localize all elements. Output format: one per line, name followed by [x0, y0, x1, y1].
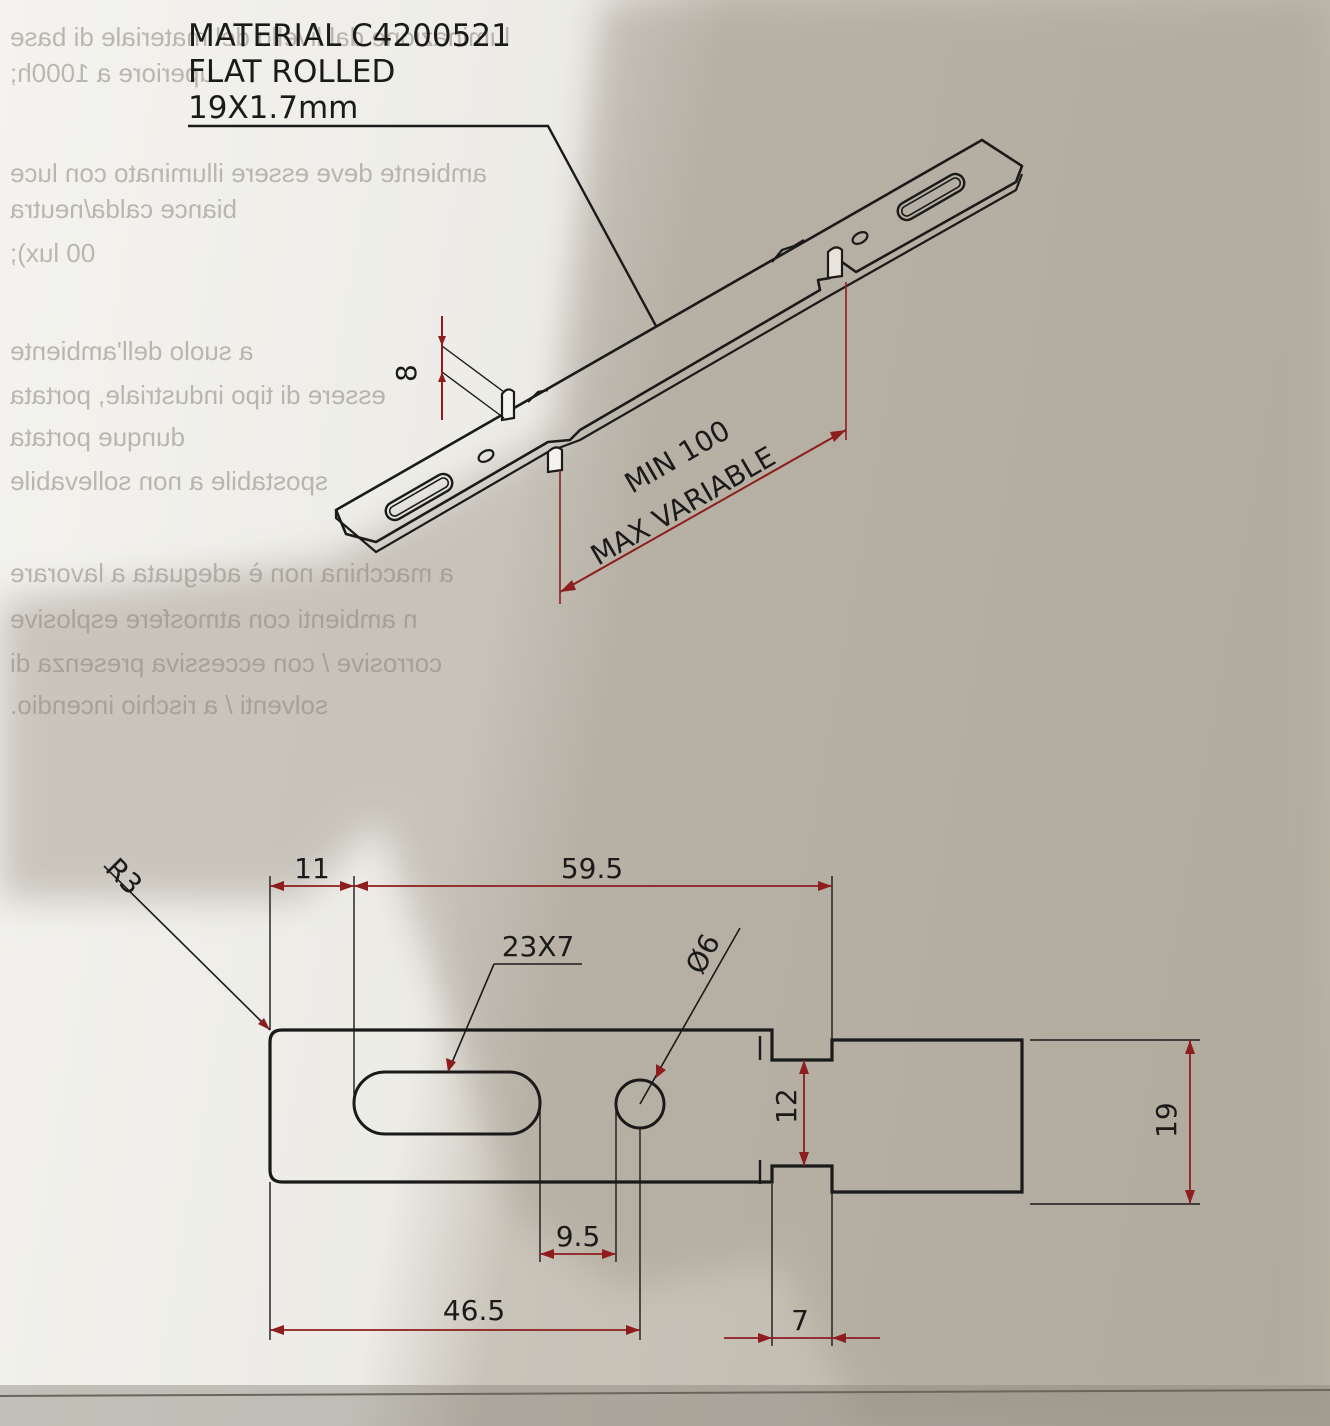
iso-notch-lower	[527, 388, 549, 403]
hole-diameter-label: Ø6	[679, 929, 727, 980]
iso-dimension-tab-height: 8	[390, 316, 505, 420]
iso-dimension-span: MIN 100 MAX VARIABLE	[559, 282, 847, 604]
plan-dim-slot: 23X7	[446, 930, 582, 1073]
bleed-line: spostabile a non sollevabile	[10, 466, 328, 496]
plan-dim-neck: 12	[770, 1060, 809, 1166]
bleed-line: dunque portata	[9, 422, 184, 452]
bleed-line: n ambienti con atmosfere esplosive	[10, 604, 418, 634]
bleed-line: ambiente deve essere illuminato con luce	[10, 158, 487, 188]
bleed-line: a suolo dell'ambiente	[10, 336, 253, 366]
plan-view	[268, 1028, 1024, 1194]
iso-tab-right-front	[826, 246, 844, 280]
iso-hole-left	[477, 449, 495, 463]
dim-slot-offset-label: 11	[294, 852, 330, 885]
material-size: 19X1.7mm	[188, 90, 358, 126]
radius-label: R3	[99, 852, 149, 902]
hole-position-label: 46.5	[443, 1294, 505, 1327]
isometric-view	[334, 138, 1024, 554]
iso-hole-right	[851, 231, 869, 245]
slot-size-label: 23X7	[502, 930, 575, 963]
iso-tab-left-back	[546, 446, 564, 474]
plan-dim-hole-gap: 9.5	[539, 1104, 617, 1262]
iso-strip-edge	[334, 173, 1024, 554]
material-code: MATERIAL C4200521	[188, 18, 511, 54]
neck-width-label: 12	[770, 1088, 803, 1124]
bleed-line: essere di tipo industriale, portata	[9, 380, 385, 410]
notch-label: 7	[791, 1304, 809, 1337]
bleed-line: solventi / a rischio incendio.	[10, 690, 328, 720]
bleed-line: biance calda/neutra	[9, 194, 236, 224]
material-process: FLAT ROLLED	[188, 54, 395, 90]
plan-dim-width: 19	[1030, 1039, 1200, 1205]
iso-slot-right	[896, 172, 966, 222]
bleed-line: 00 lux);	[10, 238, 95, 268]
plan-dim-hole-position: 46.5	[269, 1128, 641, 1340]
plan-slot	[352, 1070, 542, 1136]
bleed-line: corrosive / con eccessiva presenza di	[10, 648, 442, 678]
plan-dim-radius: R3	[99, 852, 271, 1031]
iso-slot-left	[384, 472, 454, 522]
page-bottom-rule	[0, 1389, 1330, 1397]
plan-dim-top: 11 59.5	[269, 852, 833, 1100]
plan-dim-notch: 7	[724, 1184, 880, 1346]
iso-tab-left-front	[500, 388, 516, 422]
iso-strip-top-face	[334, 138, 1024, 544]
bleed-line: luminazione dal livello del materiale di…	[10, 22, 510, 52]
bleed-through-text: luminazione dal livello del materiale di…	[9, 22, 510, 720]
dim-length-label: 59.5	[561, 852, 623, 885]
material-leader-line	[188, 124, 658, 327]
hole-gap-label: 9.5	[556, 1220, 601, 1253]
material-note: MATERIAL C4200521 FLAT ROLLED 19X1.7mm	[188, 18, 658, 327]
iso-notch-upper	[771, 239, 805, 263]
plan-outline	[268, 1028, 1024, 1194]
width-label: 19	[1150, 1102, 1183, 1138]
bleed-line: uperiore a 1000h;	[10, 58, 214, 88]
iso-tab-height-label: 8	[390, 364, 423, 382]
plan-dim-hole: Ø6	[639, 927, 741, 1105]
bleed-line: a macchina non è adeguata a lavorare	[10, 558, 454, 588]
